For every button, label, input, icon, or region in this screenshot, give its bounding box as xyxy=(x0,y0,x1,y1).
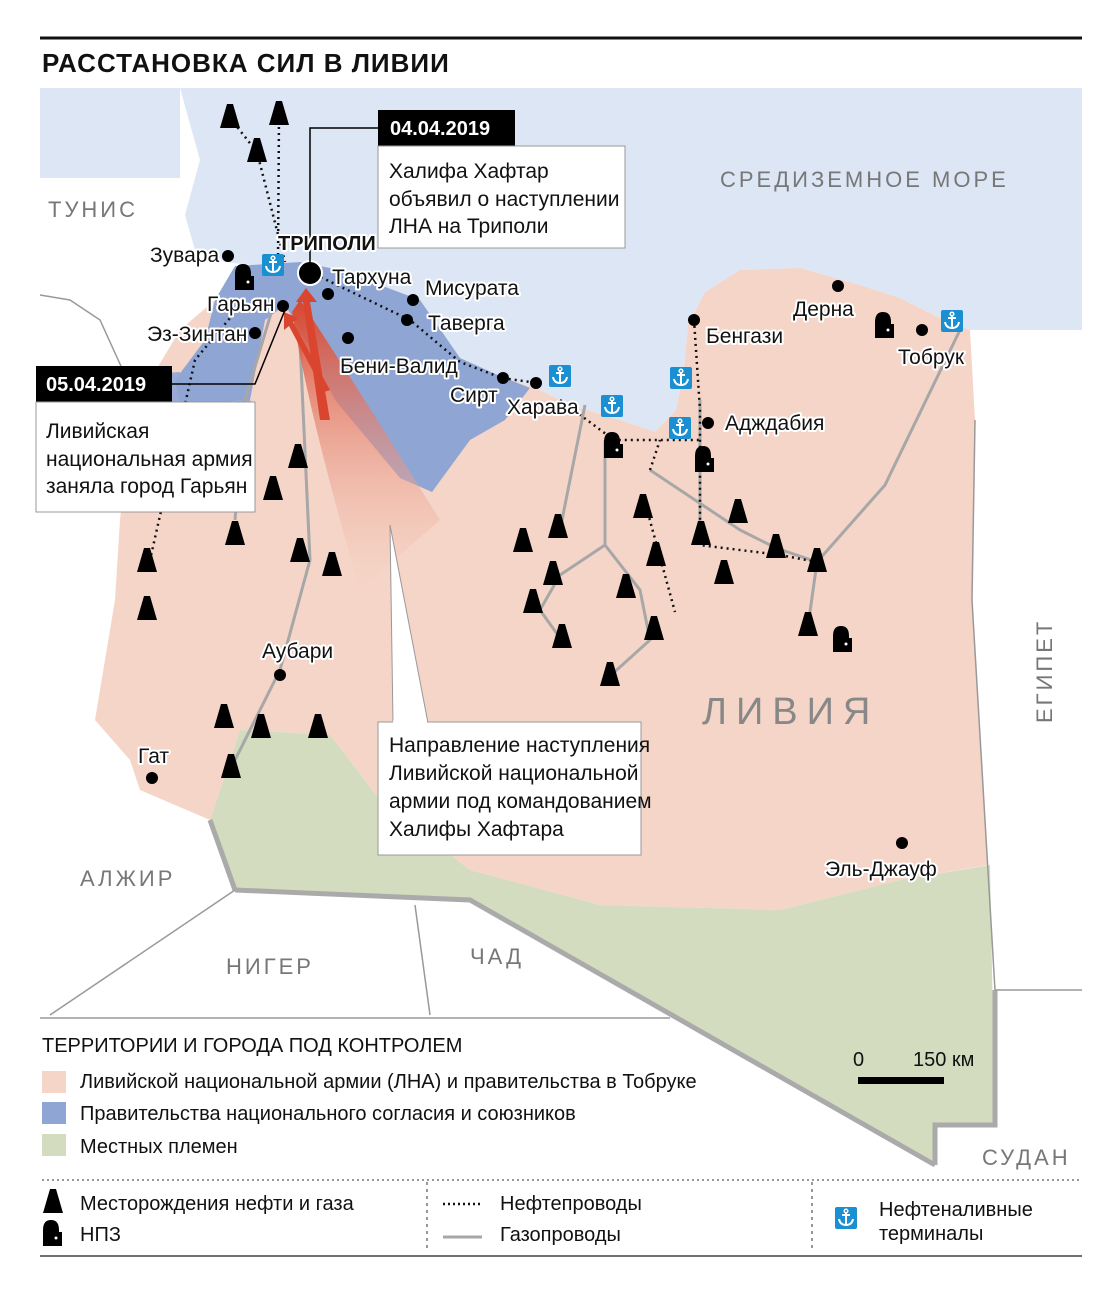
capital-label: ТРИПОЛИ xyxy=(278,233,376,255)
libya-border xyxy=(207,819,998,1168)
offensive-direction-arrow xyxy=(292,300,440,590)
swatch-gna xyxy=(42,1102,66,1124)
city-label: Мисурата xyxy=(425,277,519,300)
callout-text: ЛНА на Триполи xyxy=(389,215,549,238)
callout-date: 05.04.2019 xyxy=(46,374,146,396)
scale-value: 150 км xyxy=(913,1049,974,1071)
callout-text: заняла город Гарьян xyxy=(46,475,247,498)
city-label: Дерна xyxy=(793,298,854,321)
city-label: Аубари xyxy=(262,640,333,663)
legend: ТЕРРИТОРИИ И ГОРОДА ПОД КОНТРОЛЕМ Ливийс… xyxy=(40,1035,1082,1257)
country-label-niger: НИГЕР xyxy=(226,954,314,979)
city-label: Адждабия xyxy=(725,412,824,435)
callout-text: Направление наступления xyxy=(389,734,650,757)
callout-offensive: Направление наступления Ливийской национ… xyxy=(377,524,652,856)
callout-april-4: 04.04.2019 Халифа Хафтар объявил о насту… xyxy=(309,110,626,262)
city-label: Эз-Зинтан xyxy=(147,323,247,346)
country-label-egypt: ЕГИПЕТ xyxy=(1032,619,1057,723)
swatch-tribes xyxy=(42,1134,66,1156)
callout-text: Халифы Хафтара xyxy=(389,818,564,841)
mediterranean-sea xyxy=(40,88,1082,432)
legend-gas-pipelines: Газопроводы xyxy=(500,1224,621,1246)
city-label: Бенгази xyxy=(706,325,783,348)
terminal-icon xyxy=(834,1206,858,1230)
scale-zero: 0 xyxy=(853,1049,864,1071)
callout-text: армии под командованием xyxy=(389,790,652,813)
callout-text: национальная армия xyxy=(46,448,253,471)
scale-bar: 0 150 км xyxy=(853,1049,974,1084)
legend-gna: Правительства национального согласия и с… xyxy=(80,1103,576,1125)
refinery-icon xyxy=(43,1220,62,1246)
callout-april-5: 05.04.2019 Ливийская национальная армия … xyxy=(35,309,286,513)
sea-label: СРЕДИЗЕМНОЕ МОРЕ xyxy=(720,167,1009,192)
city-label: Таверга xyxy=(428,312,505,335)
neighbor-borders xyxy=(39,294,1082,1019)
callout-text: объявил о наступлении xyxy=(389,188,620,211)
city-dots xyxy=(146,250,928,849)
tripoli-dot xyxy=(297,260,323,286)
gna-territory xyxy=(175,262,530,492)
legend-terminals: терминалы xyxy=(879,1223,983,1245)
city-label: Эль-Джауф xyxy=(825,858,937,881)
country-label-sudan: СУДАН xyxy=(982,1145,1071,1170)
callout-text: Халифа Хафтар xyxy=(389,160,549,183)
city-label: Гат xyxy=(138,745,169,768)
country-label-libya: ЛИВИЯ xyxy=(702,691,879,733)
legend-lna: Ливийской национальной армии (ЛНА) и пра… xyxy=(80,1071,697,1093)
callout-text: Ливийская xyxy=(46,420,149,443)
legend-oil-pipelines: Нефтепроводы xyxy=(500,1193,642,1215)
oil-field-icon xyxy=(43,1189,63,1213)
page-title: РАССТАНОВКА СИЛ В ЛИВИИ xyxy=(42,48,450,78)
city-label: Гарьян xyxy=(207,293,274,316)
country-label-tunisia: ТУНИС xyxy=(48,197,138,222)
city-label: Харава xyxy=(507,396,579,419)
city-label: Бени-Валид xyxy=(340,355,458,378)
legend-tribes: Местных племен xyxy=(80,1136,238,1158)
city-label: Зувара xyxy=(150,244,219,267)
city-label: Тобрук xyxy=(898,346,965,369)
callout-date: 04.04.2019 xyxy=(390,118,490,140)
legend-heading: ТЕРРИТОРИИ И ГОРОДА ПОД КОНТРОЛЕМ xyxy=(42,1035,462,1057)
legend-oil-fields: Месторождения нефти и газа xyxy=(80,1193,355,1215)
country-label-chad: ЧАД xyxy=(470,944,524,969)
city-labels: Зувара Гарьян Эз-Зинтан Тархуна Мисурата… xyxy=(136,231,967,883)
callout-text: Ливийской национальной xyxy=(389,762,639,785)
country-label-algeria: АЛЖИР xyxy=(80,866,175,891)
city-label: Тархуна xyxy=(332,266,412,289)
swatch-lna xyxy=(42,1071,66,1093)
sea-west xyxy=(40,88,180,178)
arrow-to-gharyan xyxy=(284,312,330,392)
city-label: Сирт xyxy=(450,384,498,407)
legend-terminals: Нефтеналивные xyxy=(879,1199,1033,1221)
legend-refinery: НПЗ xyxy=(80,1224,121,1246)
